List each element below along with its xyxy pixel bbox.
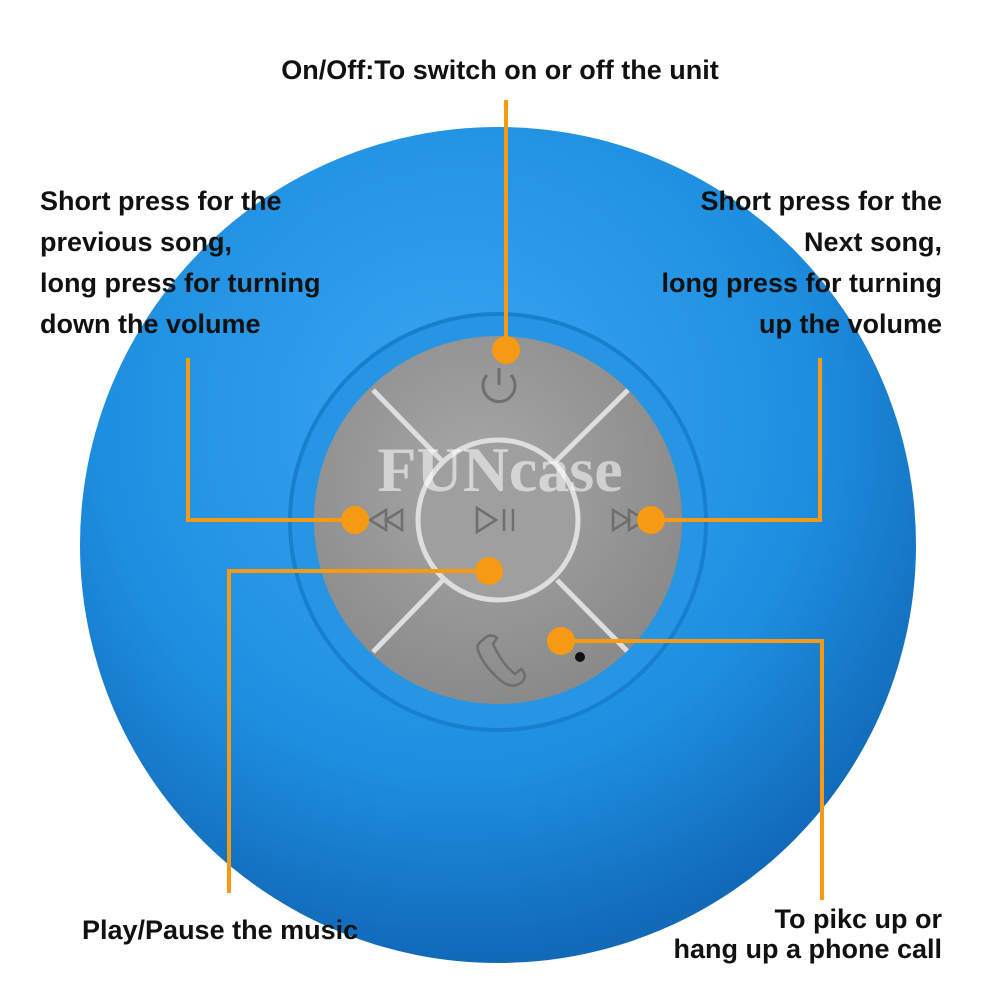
callout-previous <box>186 358 369 534</box>
next-song-label: Short press for the Next song, long pres… <box>661 186 943 339</box>
callout-next <box>637 358 822 534</box>
next-track-icon <box>611 507 648 533</box>
callout-play-pause <box>227 557 503 893</box>
phone-call-label: To pikc up or hang up a phone call <box>673 904 942 964</box>
on-off-label: On/Off:To switch on or off the unit <box>281 55 719 85</box>
watermark: FUNcase <box>377 434 622 505</box>
previous-track-icon <box>367 507 404 533</box>
callout-on-off <box>492 100 520 364</box>
phone-icon <box>476 634 526 687</box>
play-pause-label: Play/Pause the music <box>82 915 359 945</box>
callout-phone <box>547 627 824 900</box>
previous-song-label: Short press for the previous song, long … <box>40 186 321 339</box>
power-icon <box>481 368 517 404</box>
play-pause-icon <box>475 505 515 535</box>
microphone-hole <box>575 652 585 662</box>
